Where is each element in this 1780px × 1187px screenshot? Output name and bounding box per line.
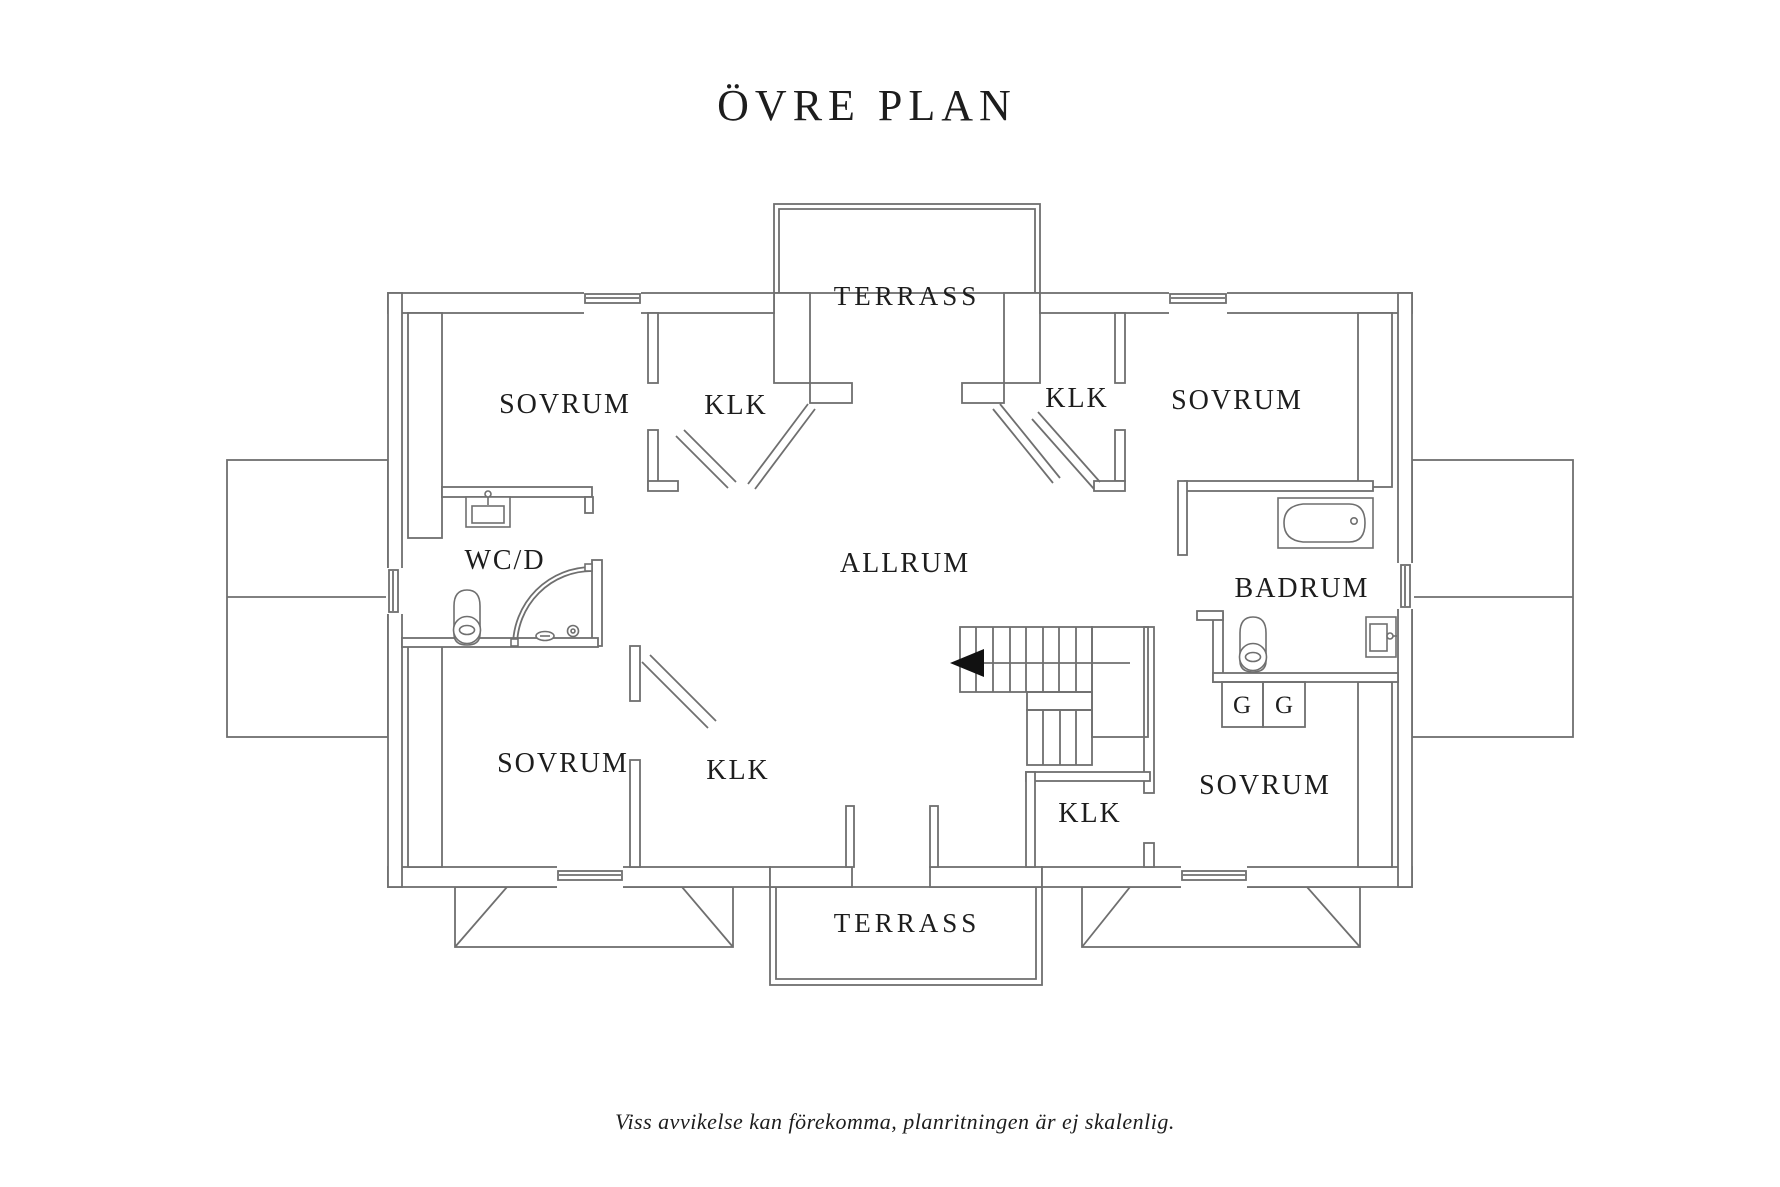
sink-fixture-wcd — [465, 490, 511, 528]
toilet-fixture-wcd — [452, 589, 482, 646]
room-label-sovrum-tr: SOVRUM — [1171, 385, 1303, 416]
room-label-klk-br: KLK — [1058, 798, 1122, 829]
window-right — [1396, 563, 1414, 609]
side-roof-right — [1411, 459, 1574, 738]
room-label-terrass-bottom: TERRASS — [834, 908, 981, 938]
room-label-sovrum-bl: SOVRUM — [497, 748, 629, 779]
stair-direction-arrow-icon — [950, 649, 984, 677]
room-label-klk-tr: KLK — [1045, 383, 1109, 414]
staircase — [950, 626, 1149, 766]
window-bottom-right — [1181, 865, 1247, 889]
window-top-left — [584, 291, 641, 315]
page-title: ÖVRE PLAN — [717, 81, 1017, 130]
interior-walls — [401, 312, 1399, 868]
room-label-badrum: BADRUM — [1235, 573, 1370, 604]
disclaimer-text: Viss avvikelse kan förekomma, planritnin… — [615, 1109, 1175, 1134]
room-label-terrass-top: TERRASS — [834, 281, 981, 311]
sink-fixture-badrum — [1365, 616, 1397, 658]
window-left — [386, 568, 404, 614]
room-label-sovrum-tl: SOVRUM — [499, 389, 631, 420]
dormer-roof-right — [1081, 886, 1361, 948]
room-label-klk-tl: KLK — [704, 390, 768, 421]
bathtub-fixture — [1277, 497, 1374, 549]
wardrobe-label-g-right: G — [1275, 692, 1293, 719]
room-label-allrum: ALLRUM — [840, 548, 970, 579]
wardrobe-g-right — [1262, 681, 1306, 728]
window-top-right — [1169, 291, 1227, 315]
side-roof-left — [226, 459, 389, 738]
terrace-bottom — [769, 886, 1043, 986]
knee-wall-strips — [407, 312, 1393, 868]
diagonal-walls — [641, 403, 1101, 729]
room-label-sovrum-br: SOVRUM — [1199, 770, 1331, 801]
window-bottom-left — [557, 865, 623, 889]
shower-fixture — [510, 563, 593, 647]
wardrobe-label-g-left: G — [1233, 692, 1251, 719]
room-label-wcd: WC/D — [464, 545, 545, 576]
room-label-klk-bl: KLK — [706, 755, 770, 786]
terrace-top — [773, 203, 1041, 404]
dormer-roof-left — [454, 886, 734, 948]
toilet-fixture-badrum — [1238, 616, 1268, 673]
